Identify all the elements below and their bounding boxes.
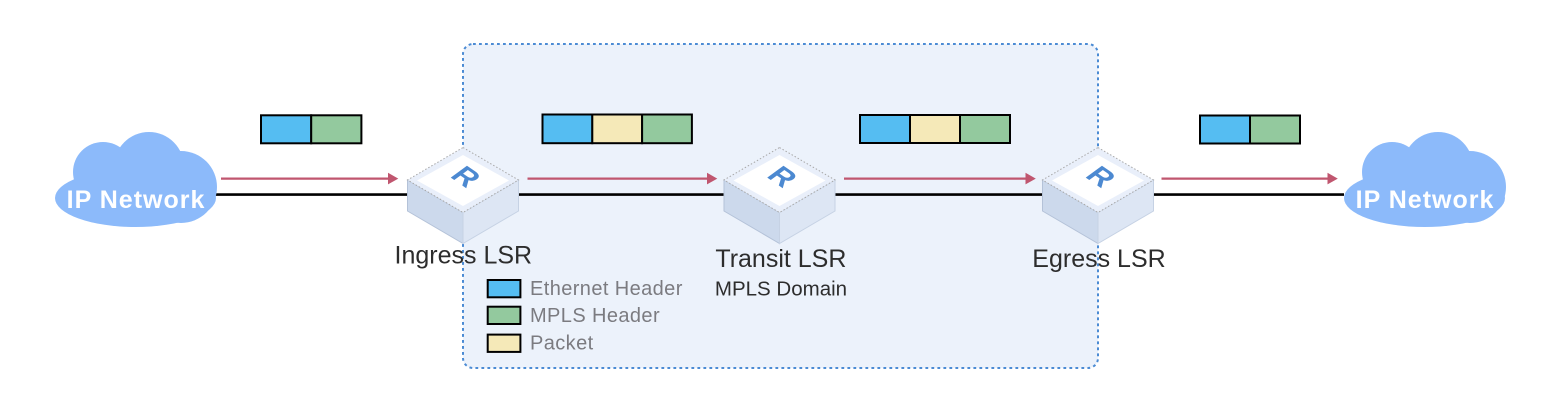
svg-text:Transit LSR: Transit LSR	[715, 245, 846, 273]
svg-text:Egress LSR: Egress LSR	[1032, 245, 1165, 273]
svg-text:IP Network: IP Network	[67, 186, 206, 214]
svg-text:Ethernet Header: Ethernet Header	[530, 278, 683, 300]
svg-text:Ingress LSR: Ingress LSR	[395, 241, 533, 269]
svg-text:Packet: Packet	[530, 333, 594, 355]
svg-text:IP Network: IP Network	[1356, 186, 1495, 214]
svg-text:MPLS Header: MPLS Header	[530, 305, 660, 327]
svg-text:MPLS Domain: MPLS Domain	[715, 278, 847, 301]
